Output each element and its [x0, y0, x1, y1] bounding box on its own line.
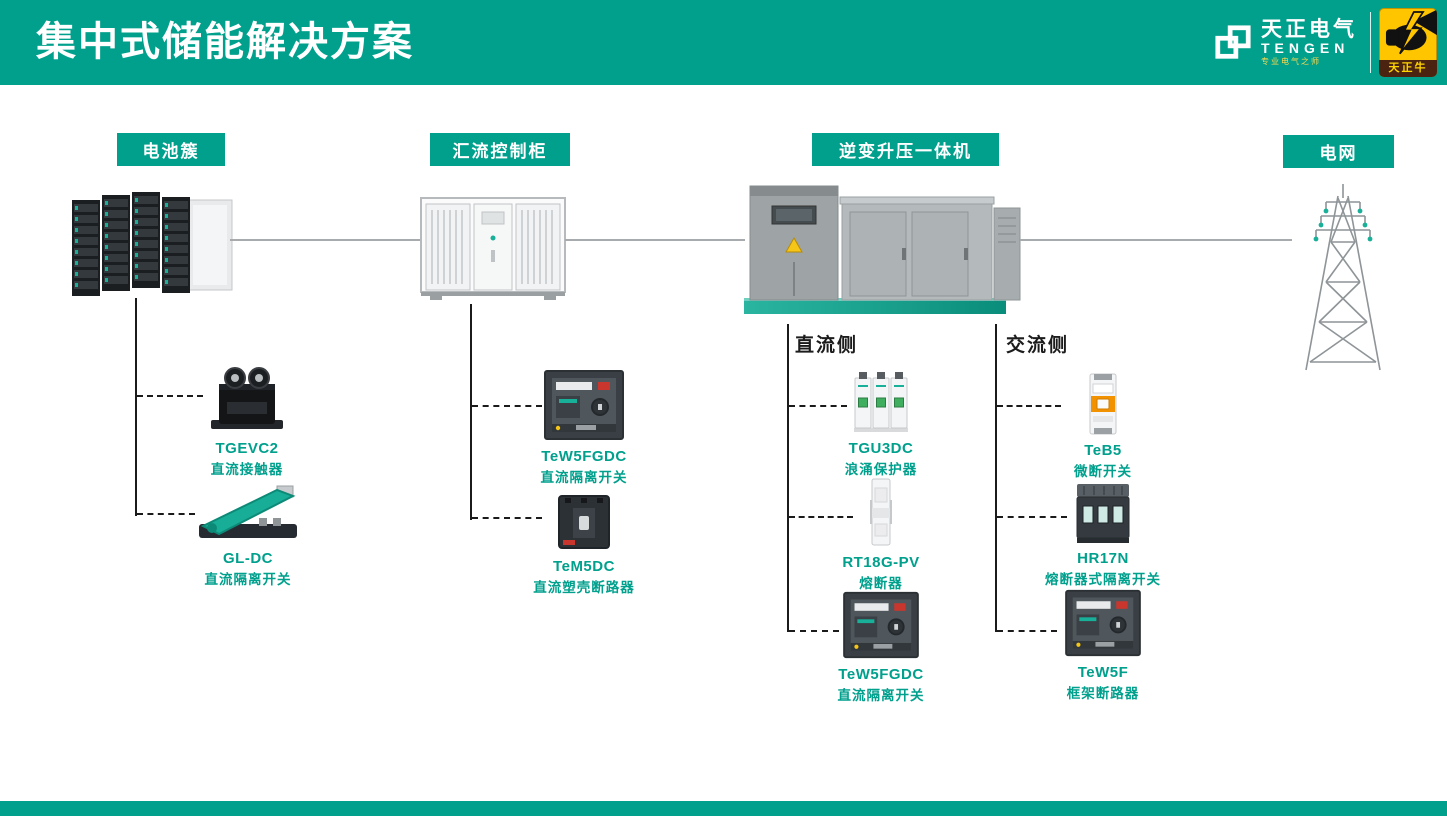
- dash-battery-2: [137, 513, 195, 515]
- product-desc: 框架断路器: [1066, 686, 1140, 701]
- dropline-dc-side: [787, 324, 789, 632]
- mascot-badge: 天正牛: [1379, 8, 1437, 77]
- brand-text: 天正电气 TENGEN 专业电气之师: [1261, 18, 1357, 67]
- dash-dc-2: [789, 516, 853, 518]
- dropline-combiner: [470, 304, 472, 520]
- product-tem5dc: TeM5DC 直流塑壳断路器: [533, 492, 635, 596]
- dc-isolator-switch-image: [199, 485, 297, 538]
- fuse-disconnector-image: [1076, 484, 1130, 543]
- dc-isolating-breaker-image: [843, 591, 919, 659]
- transmission-tower-image: [1305, 184, 1381, 371]
- dash-dc-1: [789, 405, 847, 407]
- ac-side-label: 交流侧: [1006, 335, 1070, 356]
- dash-battery-1: [137, 395, 203, 397]
- product-desc: 浪涌保护器: [844, 462, 918, 477]
- mascot-badge-label: 天正牛: [1379, 60, 1437, 77]
- product-hr17n: HR17N 熔断器式隔离开关: [1044, 482, 1162, 588]
- product-desc: 直流接触器: [210, 462, 284, 477]
- dropline-ac-side: [995, 324, 997, 632]
- product-name: TeM5DC: [553, 558, 615, 575]
- dash-ac-3: [997, 630, 1057, 632]
- brand-tagline: 专业电气之师: [1261, 57, 1321, 67]
- dash-combiner-1: [472, 405, 542, 407]
- product-name: RT18G-PV: [842, 554, 920, 571]
- frame-breaker-image: [1065, 589, 1141, 657]
- product-teb5: TeB5 微断开关: [1053, 372, 1153, 480]
- stage-label-combiner: 汇流控制柜: [430, 133, 570, 166]
- brand-divider: [1370, 12, 1371, 73]
- combiner-cabinet-image: [420, 197, 566, 300]
- product-name: TGU3DC: [848, 440, 914, 457]
- page-title: 集中式储能解决方案: [36, 20, 414, 64]
- product-desc: 熔断器: [859, 576, 903, 591]
- product-desc: 微断开关: [1074, 464, 1132, 479]
- product-name: TeB5: [1084, 442, 1122, 459]
- product-tgevc2: TGEVC2 直流接触器: [197, 362, 297, 478]
- dash-ac-2: [997, 516, 1067, 518]
- footer-bar: [0, 801, 1447, 816]
- product-desc: 熔断器式隔离开关: [1045, 572, 1161, 587]
- product-desc: 直流隔离开关: [837, 688, 925, 703]
- product-desc: 直流塑壳断路器: [533, 580, 635, 595]
- fuse-holder-image: [870, 478, 892, 546]
- connector-inverter-grid: [1020, 239, 1292, 241]
- connector-battery-combiner: [230, 239, 420, 241]
- fist-lightning-icon: [1385, 9, 1437, 55]
- product-name: TeW5FGDC: [838, 666, 924, 683]
- product-desc: 直流隔离开关: [540, 470, 628, 485]
- product-name: HR17N: [1077, 550, 1129, 567]
- dash-combiner-2: [472, 517, 542, 519]
- dash-dc-3: [789, 630, 839, 632]
- product-tgu3dc: TGU3DC 浪涌保护器: [831, 368, 931, 478]
- brand-name-cn: 天正电气: [1261, 17, 1357, 41]
- molded-case-breaker-image: [558, 495, 610, 549]
- brand-block: 天正电气 TENGEN 专业电气之师: [1214, 0, 1357, 85]
- battery-cluster-image: [72, 192, 233, 296]
- connector-combiner-inverter: [565, 239, 745, 241]
- product-name: TeW5F: [1077, 664, 1129, 681]
- stage-label-battery: 电池簇: [117, 133, 225, 166]
- product-tew5fgdc-dc: TeW5FGDC 直流隔离开关: [831, 590, 931, 704]
- dc-side-label: 直流侧: [795, 335, 859, 356]
- stage-label-grid: 电网: [1283, 135, 1394, 168]
- dc-contactor-image: [211, 367, 283, 429]
- product-desc: 直流隔离开关: [204, 572, 292, 587]
- product-name: TeW5FGDC: [541, 448, 627, 465]
- product-name: TGEVC2: [215, 440, 279, 457]
- dropline-battery: [135, 298, 137, 516]
- product-rt18g-pv: RT18G-PV 熔断器: [831, 476, 931, 592]
- product-gl-dc: GL-DC 直流隔离开关: [192, 482, 304, 588]
- product-tew5fgdc-combiner: TeW5FGDC 直流隔离开关: [534, 368, 634, 486]
- brand-name-en: TENGEN: [1261, 39, 1350, 56]
- product-name: GL-DC: [223, 550, 273, 567]
- miniature-breaker-image: [1089, 373, 1117, 435]
- inverter-boost-station-image: [744, 185, 1021, 314]
- dc-isolating-breaker-image: [544, 370, 624, 440]
- surge-protector-image: [854, 372, 908, 432]
- tengen-logo-icon: [1215, 24, 1251, 59]
- product-tew5f: TeW5F 框架断路器: [1053, 588, 1153, 702]
- header-bar: 集中式储能解决方案 天正电气 TENGEN 专业电气之师 天正牛: [0, 0, 1447, 85]
- dash-ac-1: [997, 405, 1061, 407]
- stage-label-inverter: 逆变升压一体机: [812, 133, 999, 166]
